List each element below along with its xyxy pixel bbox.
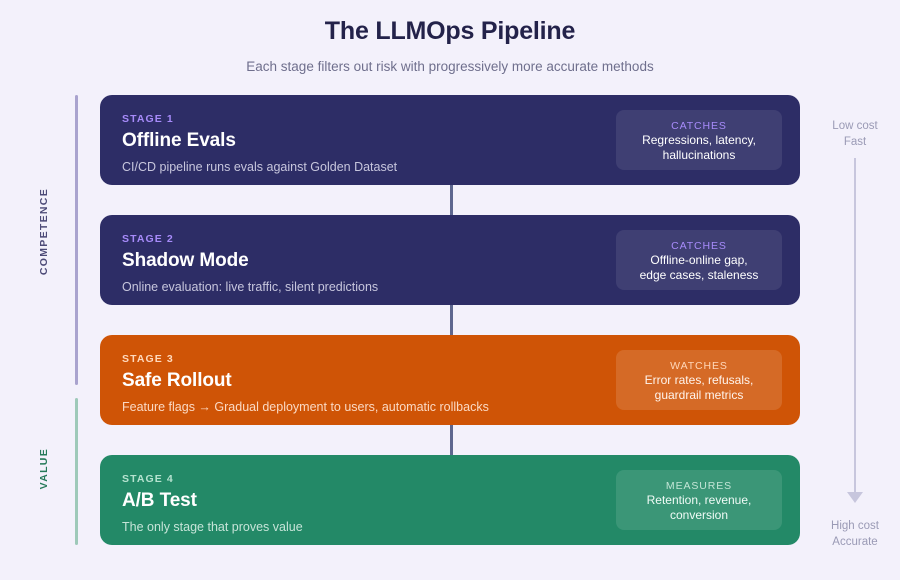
page-subtitle: Each stage filters out risk with progres… [246,59,654,74]
stage-title: Shadow Mode [122,250,249,271]
stage-label: STAGE 3 [122,353,174,365]
badge-label: CATCHES [671,120,727,132]
badge-line-1: Offline-online gap, [650,253,748,267]
stage-label: STAGE 1 [122,113,174,125]
arrow-down-icon [847,492,863,503]
axis-bottom-line-1: High cost [831,520,879,532]
stage-title: Safe Rollout [122,370,232,391]
stage-label: STAGE 4 [122,473,174,485]
axis-line [854,158,856,492]
rail-label-competence: COMPETENCE [38,188,50,276]
badge-line-2: edge cases, staleness [639,268,759,282]
stage-title: A/B Test [122,490,197,511]
axis-bottom-line-2: Accurate [832,536,878,548]
stage-label: STAGE 2 [122,233,174,245]
stage-description: Feature flags → Gradual deployment to us… [122,400,489,414]
badge-line-1: Regressions, latency, [642,133,756,147]
rail-competence [75,95,78,385]
stage-description: Online evaluation: live traffic, silent … [122,280,379,294]
rail-label-value: VALUE [38,448,50,490]
stage-badge: CATCHES Regressions, latency, hallucinat… [616,110,782,170]
badge-line-2: conversion [669,508,729,522]
connector-stage1-stage2 [450,185,453,215]
pipeline-stage-stack: STAGE 1 Offline Evals CI/CD pipeline run… [100,95,800,545]
connector-stage3-stage4 [450,425,453,455]
stage-badge: WATCHES Error rates, refusals, guardrail… [616,350,782,410]
badge-label: WATCHES [670,360,728,372]
badge-label: CATCHES [671,240,727,252]
stage-card-4[interactable]: STAGE 4 A/B Test The only stage that pro… [100,455,800,545]
axis-label-top: Low cost Fast [815,118,895,150]
axis-top-line-1: Low cost [832,120,878,132]
connector-stage2-stage3 [450,305,453,335]
stage-card-2[interactable]: STAGE 2 Shadow Mode Online evaluation: l… [100,215,800,305]
stage-description: The only stage that proves value [122,520,303,534]
stage-title: Offline Evals [122,130,236,151]
rail-value [75,398,78,545]
stage-badge: MEASURES Retention, revenue, conversion [616,470,782,530]
badge-line-1: Error rates, refusals, [644,373,754,387]
page-header: The LLMOps Pipeline Each stage filters o… [0,0,900,76]
axis-top-line-2: Fast [843,136,867,148]
stage-description: CI/CD pipeline runs evals against Golden… [122,160,398,174]
badge-label: MEASURES [665,480,733,492]
badge-line-2: hallucinations [662,148,736,162]
stage-badge: CATCHES Offline-online gap, edge cases, … [616,230,782,290]
badge-line-2: guardrail metrics [654,388,744,402]
stage-card-3[interactable]: STAGE 3 Safe Rollout Feature flags → Gra… [100,335,800,425]
axis-label-bottom: High cost Accurate [815,518,895,550]
badge-line-1: Retention, revenue, [646,493,752,507]
stage-card-1[interactable]: STAGE 1 Offline Evals CI/CD pipeline run… [100,95,800,185]
page-title: The LLMOps Pipeline [324,17,576,45]
